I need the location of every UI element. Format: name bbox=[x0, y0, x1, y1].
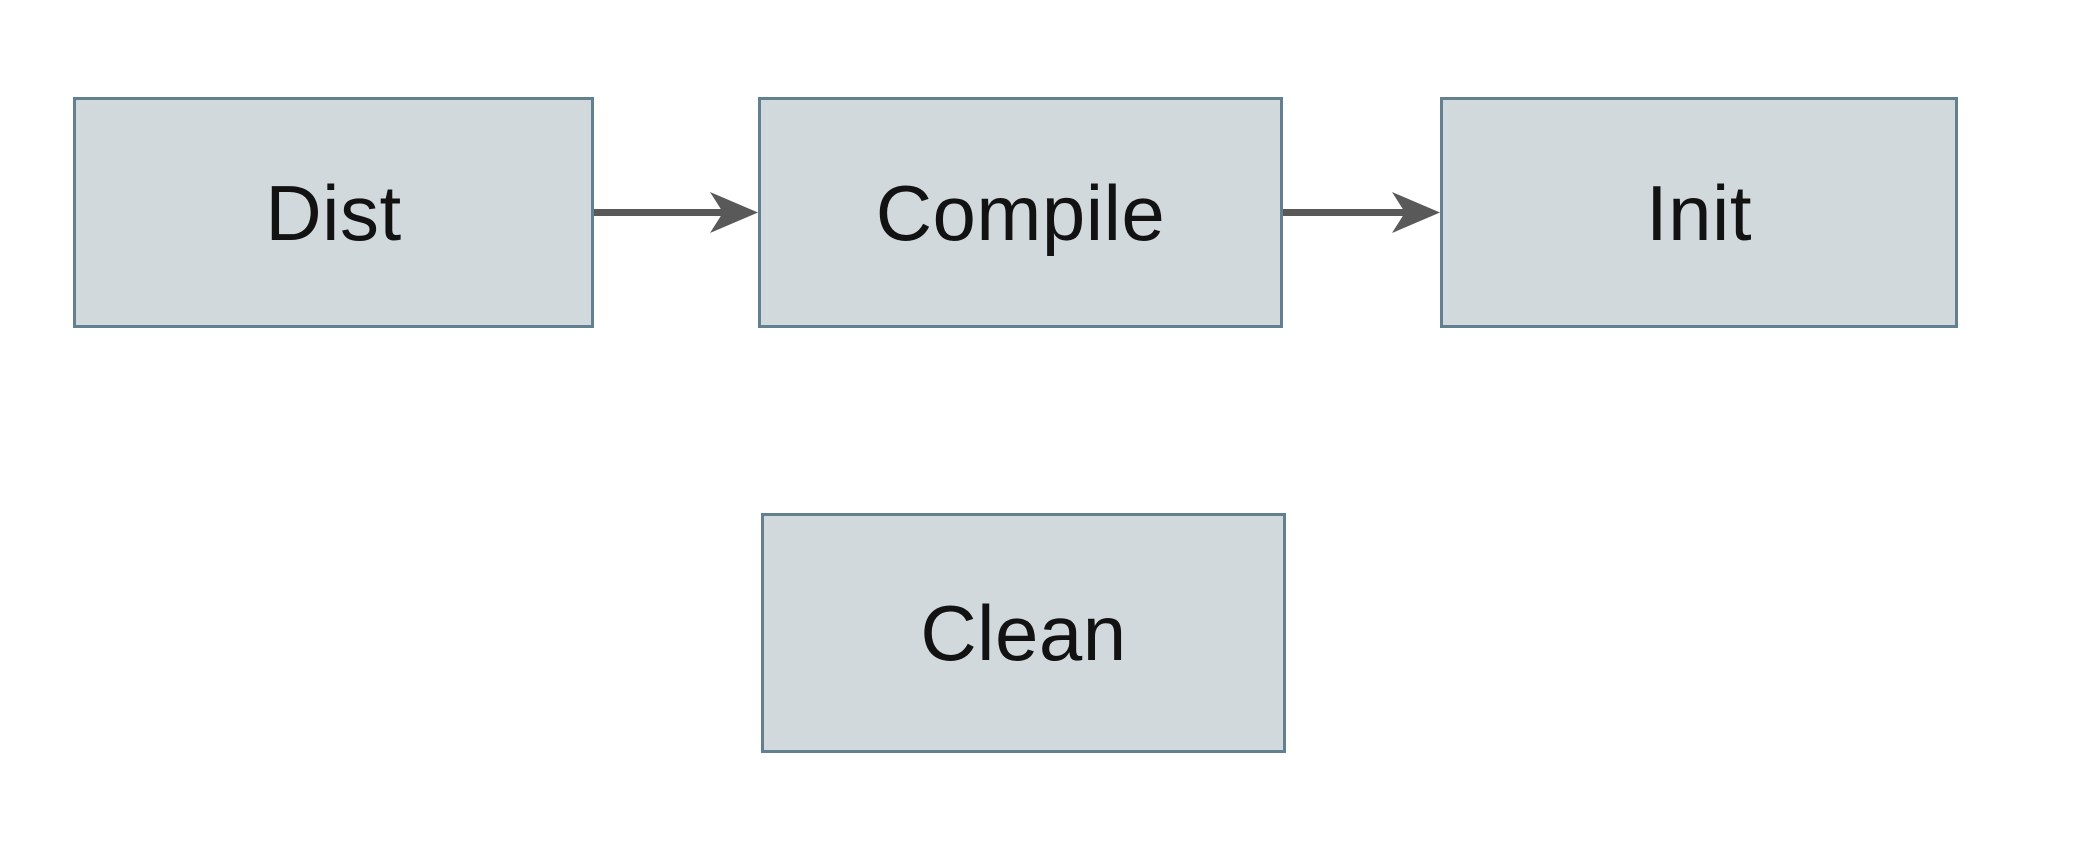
node-clean-label: Clean bbox=[920, 589, 1127, 677]
arrowhead-icon bbox=[710, 192, 758, 233]
arrow-compile-to-init bbox=[1283, 192, 1440, 233]
node-dist: Dist bbox=[73, 97, 594, 328]
node-init: Init bbox=[1440, 97, 1958, 328]
node-init-label: Init bbox=[1645, 168, 1753, 257]
arrow-dist-to-compile bbox=[594, 192, 758, 233]
node-compile-label: Compile bbox=[875, 168, 1166, 257]
arrowhead-icon bbox=[1392, 192, 1440, 233]
node-dist-label: Dist bbox=[265, 168, 402, 257]
node-clean: Clean bbox=[761, 513, 1286, 753]
node-compile: Compile bbox=[758, 97, 1283, 328]
